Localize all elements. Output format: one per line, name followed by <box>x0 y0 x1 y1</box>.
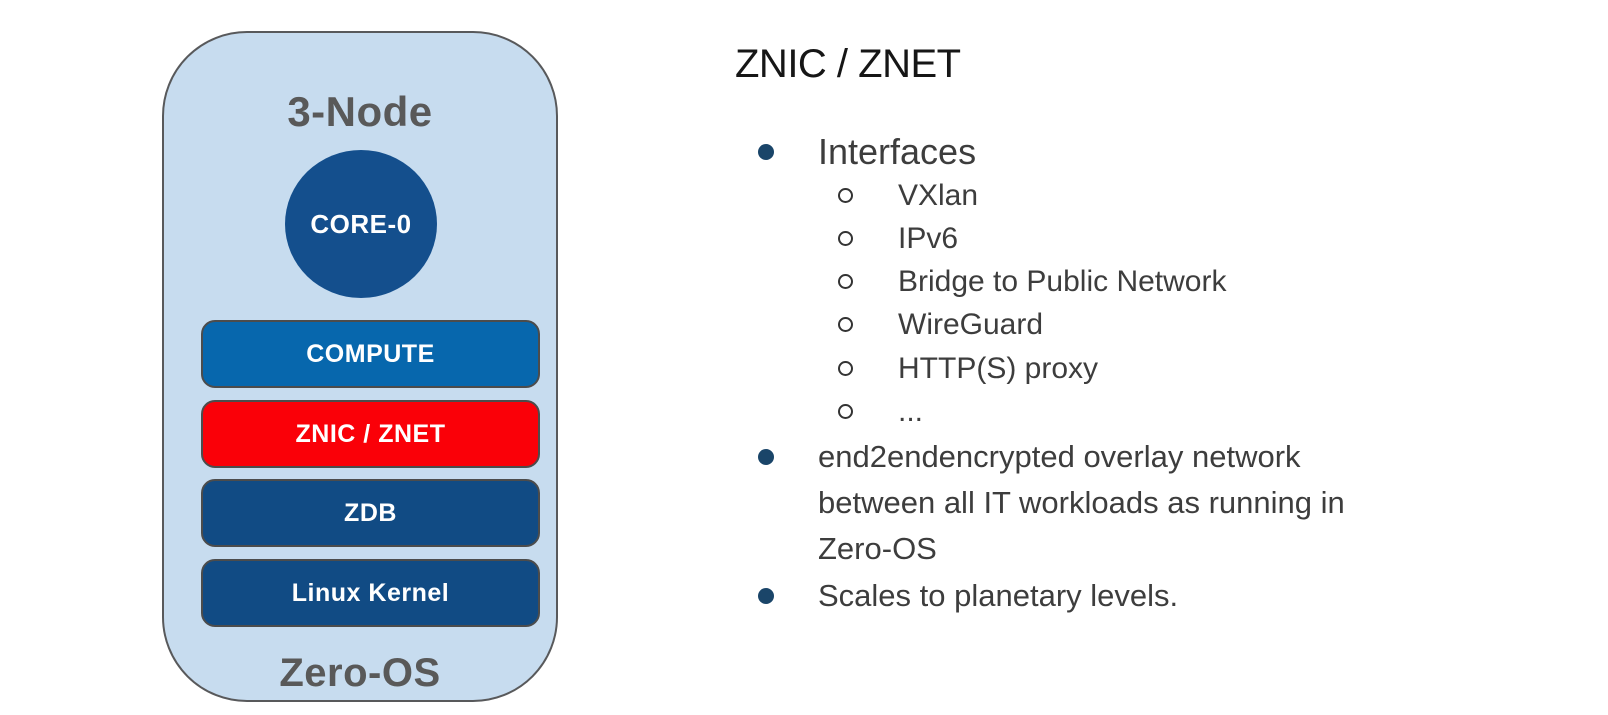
circle-bullet-icon <box>838 231 853 246</box>
layer-linux-kernel-label: Linux Kernel <box>291 578 450 607</box>
sub-bullet-ipv6: IPv6 <box>838 217 958 260</box>
bullet-dot-icon <box>758 588 774 604</box>
layer-compute-label: COMPUTE <box>306 339 435 368</box>
bullet-scales: Scales to planetary levels. <box>758 573 1178 619</box>
layer-compute: COMPUTE <box>201 320 540 388</box>
bullet-overlay-network-text: end2endencrypted overlay network between… <box>818 434 1438 572</box>
bullet-marker <box>838 303 898 332</box>
overlay-line-3: Zero-OS <box>818 531 937 566</box>
layer-zdb-label: ZDB <box>344 498 397 527</box>
bullet-dot-icon <box>758 144 774 160</box>
bullet-interfaces-label: Interfaces <box>818 131 977 172</box>
bullet-marker <box>758 129 818 160</box>
sub-bullet-vxlan-label: VXlan <box>898 179 979 212</box>
circle-bullet-icon <box>838 188 853 203</box>
sub-bullet-wireguard-label: WireGuard <box>898 308 1044 341</box>
circle-bullet-icon <box>838 361 853 376</box>
bullet-interfaces: Interfaces <box>758 129 976 175</box>
layer-zdb: ZDB <box>201 479 540 547</box>
sub-bullet-http-proxy: HTTP(S) proxy <box>838 347 1098 390</box>
bullet-marker <box>758 573 818 604</box>
bullet-marker <box>838 390 898 419</box>
overlay-line-1: end2endencrypted overlay network <box>818 439 1301 474</box>
bullet-scales-label: Scales to planetary levels. <box>818 578 1179 613</box>
page-title: ZNIC / ZNET <box>735 42 961 86</box>
bullet-marker <box>838 347 898 376</box>
overlay-line-2: between all IT workloads as running in <box>818 485 1345 520</box>
layer-linux-kernel: Linux Kernel <box>201 559 540 627</box>
core-0-label: CORE-0 <box>310 208 412 239</box>
diagram-footer-zero-os: Zero-OS <box>279 651 441 695</box>
bullet-marker <box>838 174 898 203</box>
sub-bullet-bridge: Bridge to Public Network <box>838 260 1226 303</box>
circle-bullet-icon <box>838 274 853 289</box>
bullet-marker <box>838 217 898 246</box>
core-0-node: CORE-0 <box>285 150 437 298</box>
bullet-marker <box>838 260 898 289</box>
sub-bullet-ipv6-label: IPv6 <box>898 222 959 255</box>
circle-bullet-icon <box>838 404 853 419</box>
bullet-overlay-network: end2endencrypted overlay network between… <box>758 434 1438 572</box>
circle-bullet-icon <box>838 317 853 332</box>
sub-bullet-vxlan: VXlan <box>838 174 978 217</box>
sub-bullet-bridge-label: Bridge to Public Network <box>898 265 1227 298</box>
bullet-marker <box>758 434 818 465</box>
diagram-title: 3-Node <box>287 88 433 135</box>
sub-bullet-ellipsis-label: ... <box>898 395 924 428</box>
layer-znic-znet-label: ZNIC / ZNET <box>295 419 446 448</box>
sub-bullet-http-proxy-label: HTTP(S) proxy <box>898 352 1099 385</box>
bullet-dot-icon <box>758 449 774 465</box>
three-node-container: 3-Node CORE-0 COMPUTE ZNIC / ZNET ZDB Li… <box>162 31 558 702</box>
sub-bullet-wireguard: WireGuard <box>838 303 1043 346</box>
layer-znic-znet: ZNIC / ZNET <box>201 400 540 468</box>
sub-bullet-ellipsis: ... <box>838 390 923 433</box>
